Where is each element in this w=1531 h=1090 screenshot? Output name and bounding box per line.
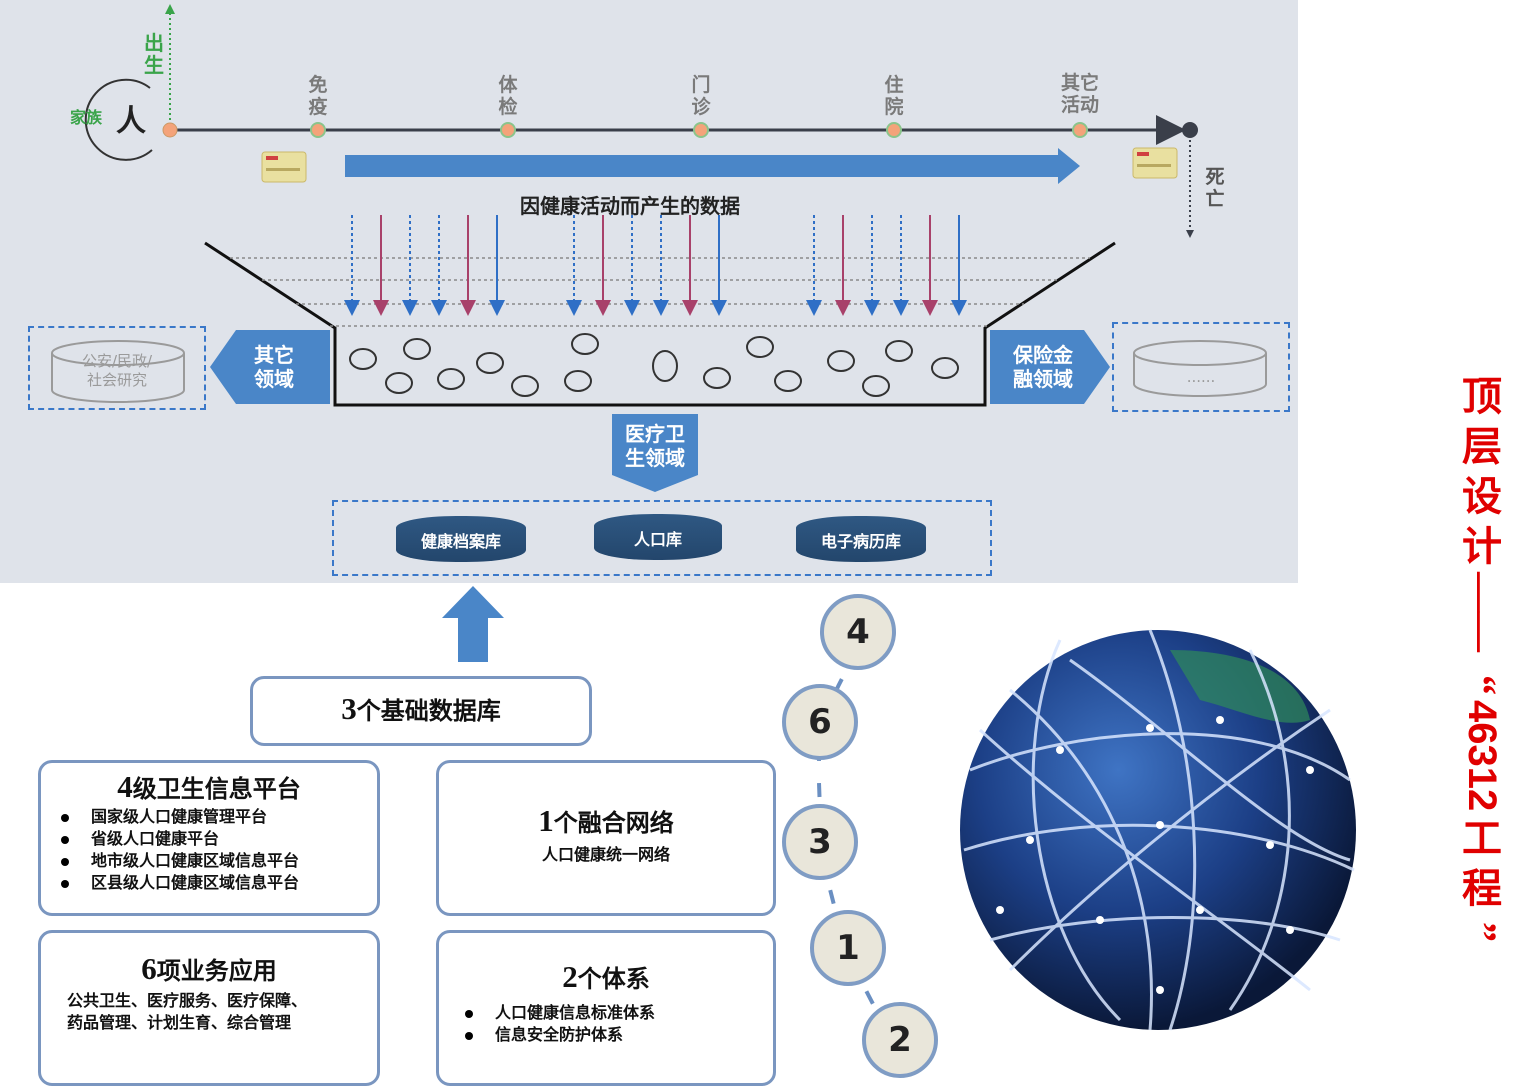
side-title: 顶 层 设 计 —— “ 46312 工 程 ”	[1452, 372, 1512, 944]
stage-checkup: 体 检	[498, 74, 518, 118]
insurance-store: ......	[1112, 322, 1290, 412]
panel-graphics	[51, 4, 1267, 492]
medical-domain-label: 医疗卫 生领域	[625, 422, 685, 470]
lifecycle-arrow	[345, 148, 1080, 184]
insurance-store-label: ......	[1186, 368, 1216, 386]
emr-db: 电子病历库	[796, 516, 926, 562]
other-domain-arrow	[210, 330, 330, 404]
two-systems-box: 2个体系 人口健康信息标准体系 信息安全防护体系	[436, 930, 776, 1086]
step-circle: 3	[782, 804, 858, 880]
data-flow-panel: 出 生 家族 人 免 疫 体 检 门 诊 住 院 其它 活动 死 亡 因健康活动…	[0, 0, 1298, 583]
side-title-quote-open: “	[1460, 675, 1505, 695]
data-bubbles	[349, 333, 959, 397]
side-title-char: 工	[1462, 816, 1502, 862]
list-item: 区县级人口健康区域信息平台	[55, 873, 299, 895]
side-title-code: 46312	[1460, 700, 1504, 812]
step-circle: 4	[820, 594, 896, 670]
four-platforms-box: 4级卫生信息平台 国家级人口健康管理平台 省级人口健康平台 地市级人口健康区域信…	[38, 760, 380, 916]
up-arrow	[442, 586, 504, 662]
list-item: 地市级人口健康区域信息平台	[55, 851, 299, 873]
side-title-quote-close: ”	[1460, 922, 1505, 943]
one-title: 个融合网络	[553, 811, 674, 837]
insurance-store-icon	[1133, 340, 1267, 397]
timeline-node	[886, 122, 902, 138]
four-num: 4	[117, 769, 133, 804]
clan-label: 家族	[70, 108, 103, 127]
six-text: 公共卫生、医疗服务、医疗保障、 药品管理、计划生育、综合管理	[67, 993, 308, 1032]
data-arrows	[344, 215, 967, 316]
six-title: 项业务应用	[156, 959, 277, 985]
four-title: 级卫生信息平台	[132, 777, 301, 803]
medical-domain-arrow	[612, 414, 698, 492]
list-item: 国家级人口健康管理平台	[55, 807, 299, 829]
population-db: 人口库	[594, 514, 722, 560]
six-num: 6	[141, 951, 157, 986]
police-civil-store-icon	[51, 340, 185, 403]
data-caption: 因健康活动而产生的数据	[520, 194, 740, 218]
death-label: 死 亡	[1205, 166, 1225, 210]
insurance-domain-arrow	[990, 330, 1110, 404]
side-title-char: 计	[1462, 524, 1502, 569]
health-card-icon	[261, 151, 307, 183]
timeline-end-node	[1182, 122, 1198, 138]
three-title: 个基础数据库	[356, 699, 501, 725]
step-circle: 1	[810, 910, 886, 986]
insurance-domain-label: 保险金 融领域	[1013, 343, 1073, 391]
data-funnel	[204, 241, 1116, 407]
timeline-node	[693, 122, 709, 138]
timeline-node	[500, 122, 516, 138]
one-num: 1	[538, 803, 554, 838]
system-list: 人口健康信息标准体系 信息安全防护体系	[459, 1003, 655, 1047]
other-domain-label: 其它 领域	[254, 343, 294, 391]
side-title-char: 顶	[1462, 374, 1502, 419]
two-title: 个体系	[577, 967, 650, 993]
side-title-char: 设	[1462, 474, 1502, 519]
one-network-box: 1个融合网络 人口健康统一网络	[436, 760, 776, 916]
step-circle: 6	[782, 684, 858, 760]
side-title-char: 层	[1462, 424, 1502, 469]
one-subtitle: 人口健康统一网络	[541, 847, 670, 864]
three-databases-box: 3个基础数据库	[250, 676, 592, 746]
health-record-db: 健康档案库	[396, 516, 526, 562]
list-item: 省级人口健康平台	[55, 829, 299, 851]
police-civil-label: 公安/民政/ 社会研究	[81, 352, 153, 389]
platform-list: 国家级人口健康管理平台 省级人口健康平台 地市级人口健康区域信息平台 区县级人口…	[55, 807, 299, 895]
side-title-dash: ——	[1460, 572, 1505, 652]
list-item: 人口健康信息标准体系	[459, 1003, 655, 1025]
timeline-node	[162, 122, 178, 138]
stage-other: 其它 活动	[1060, 72, 1099, 116]
six-apps-box: 6项业务应用 公共卫生、医疗服务、医疗保障、 药品管理、计划生育、综合管理	[38, 930, 380, 1086]
side-title-char: 程	[1462, 866, 1502, 912]
stage-outpatient: 门 诊	[691, 74, 711, 118]
stage-immunization: 免 疫	[308, 74, 328, 118]
person-glyph: 人	[116, 105, 146, 138]
health-card-icon	[1132, 147, 1178, 179]
stage-inpatient: 住 院	[884, 74, 904, 118]
timeline-node	[1072, 122, 1088, 138]
step-circle: 2	[862, 1002, 938, 1078]
person-circle	[84, 78, 153, 161]
timeline-node	[310, 122, 326, 138]
list-item: 信息安全防护体系	[459, 1025, 655, 1047]
two-num: 2	[562, 959, 578, 994]
database-group: 健康档案库 人口库 电子病历库	[332, 500, 992, 576]
other-domain-store: 公安/民政/ 社会研究	[28, 326, 206, 410]
network-globe-icon	[960, 629, 1356, 1031]
three-num: 3	[341, 691, 357, 726]
birth-label: 出 生	[144, 31, 164, 77]
